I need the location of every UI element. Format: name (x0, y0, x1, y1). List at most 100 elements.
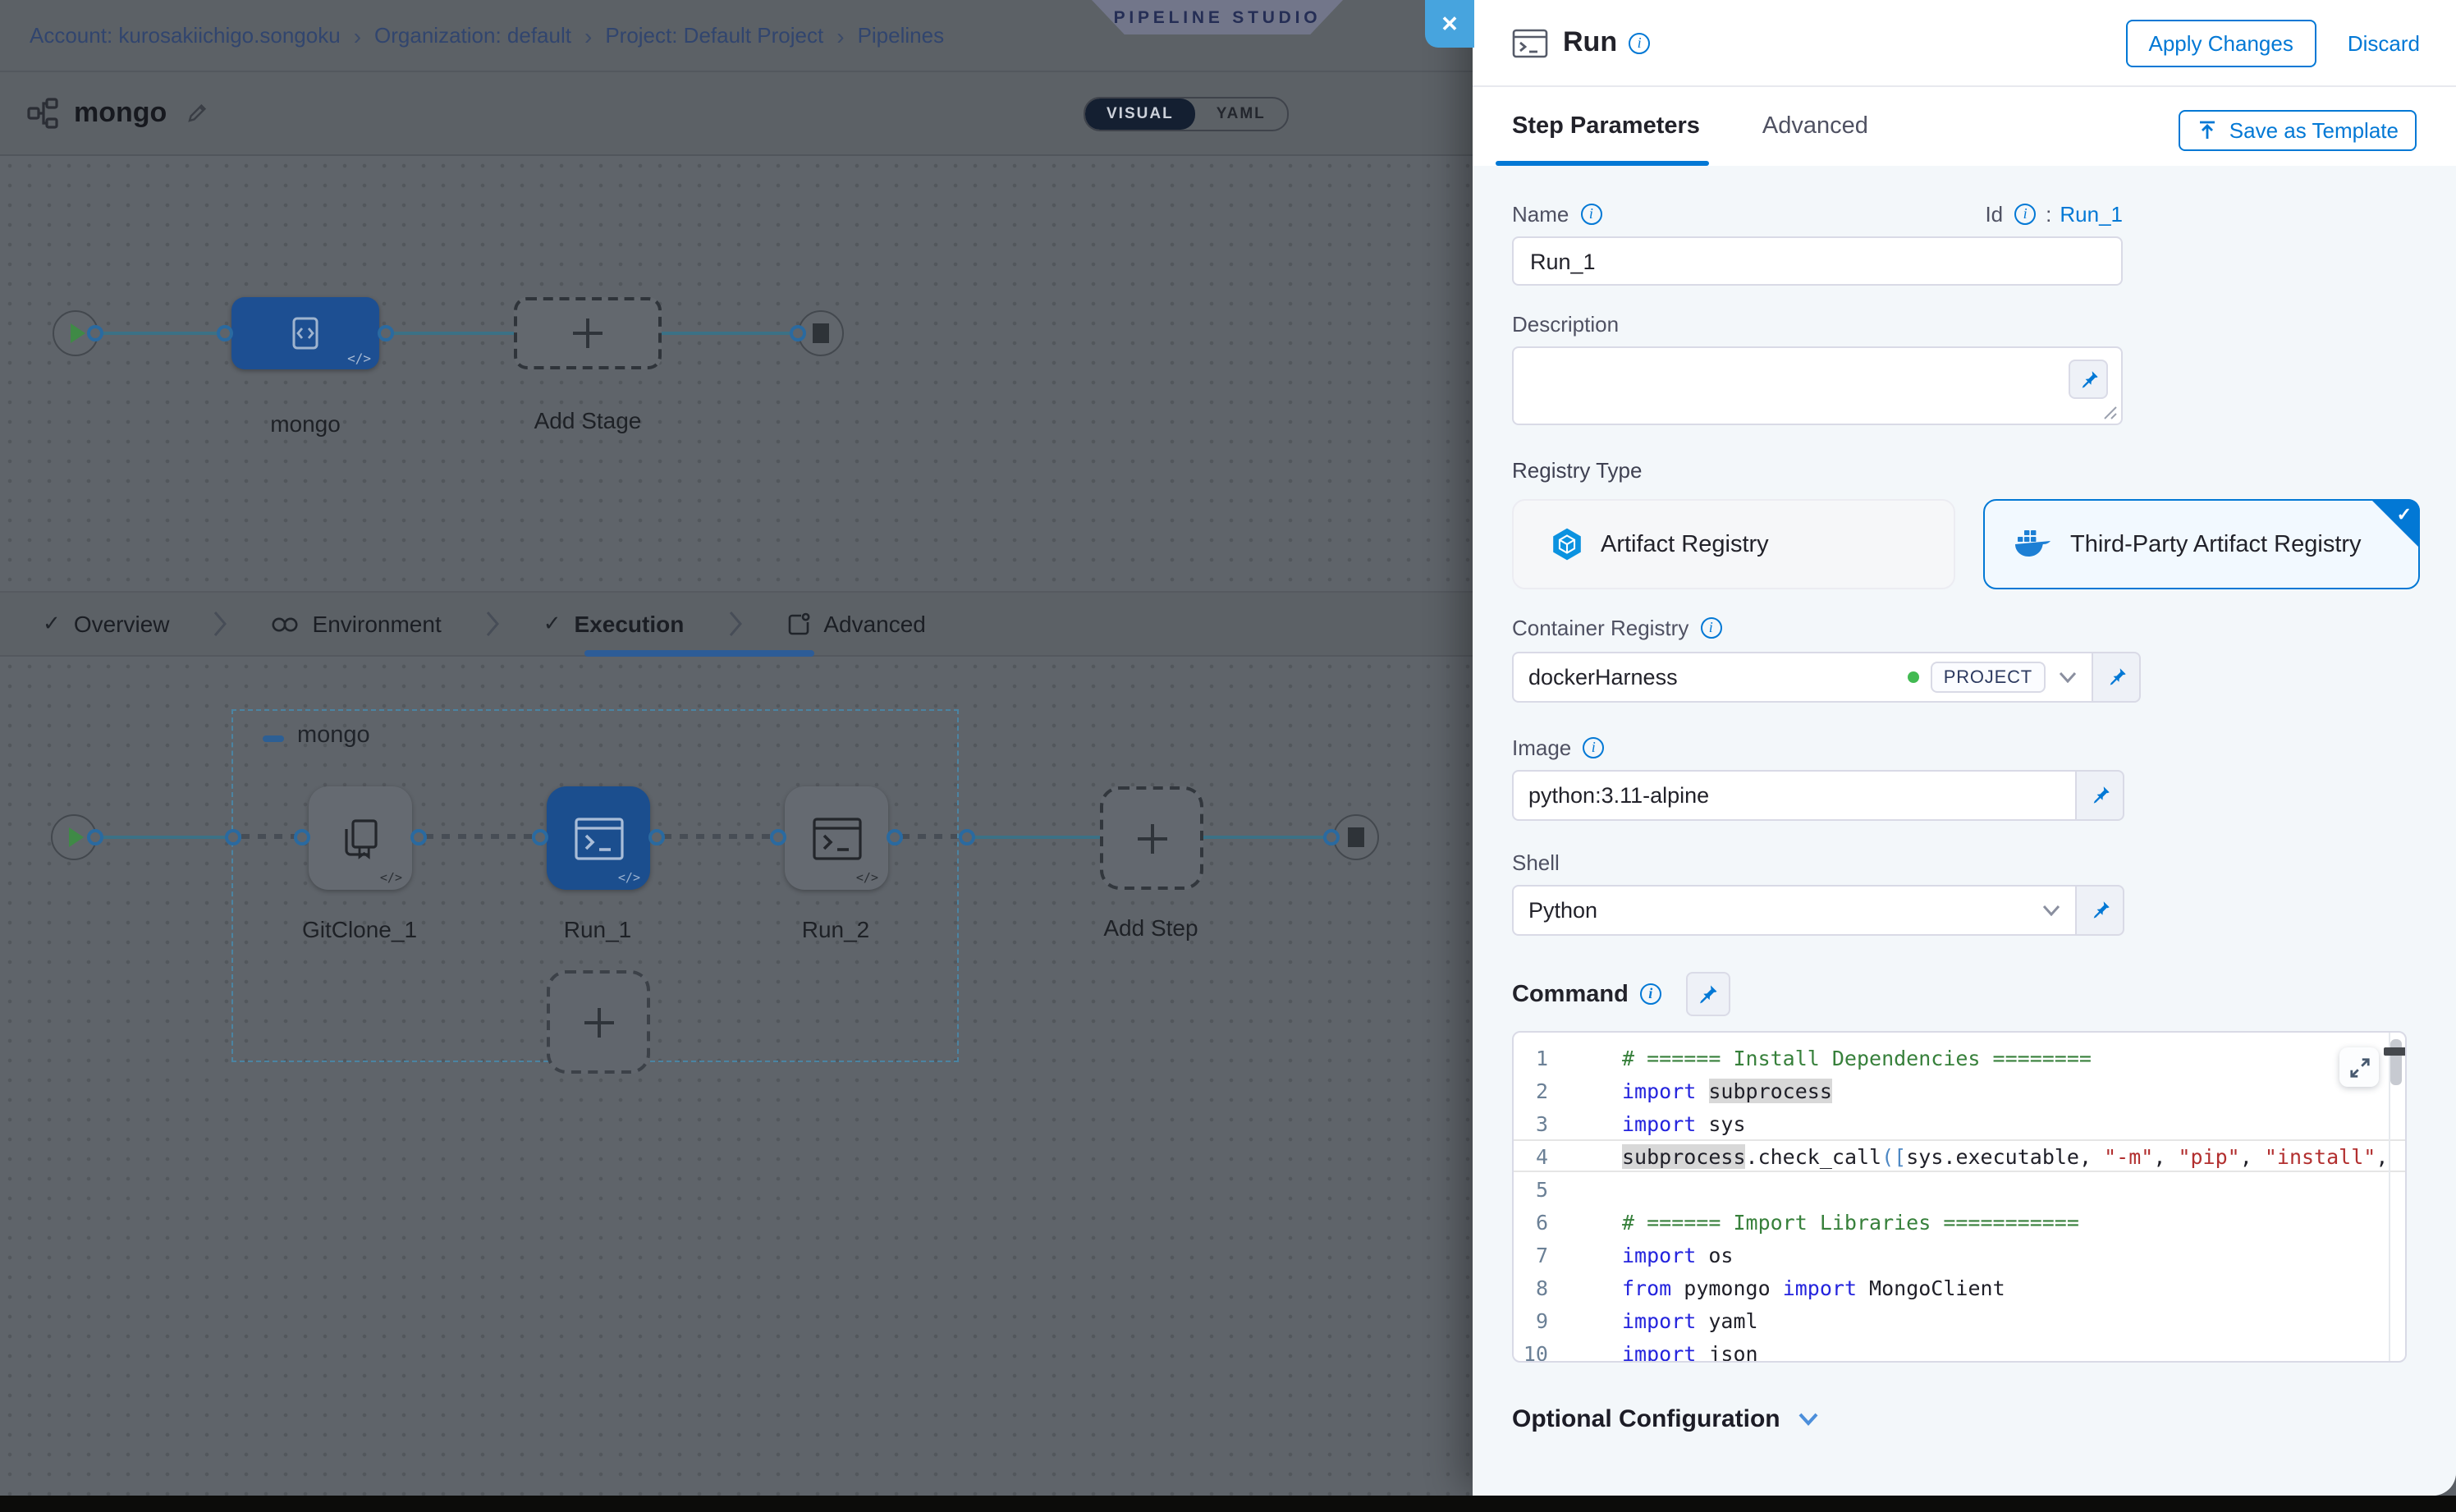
check-icon: ✓ (2397, 504, 2412, 525)
tab-execution-label: Execution (575, 611, 685, 637)
stage-nav-tabs: ✓ Overview Environment ✓ Execution (0, 591, 1473, 657)
breadcrumb-chevron-icon: › (584, 22, 592, 48)
tab-overview-label: Overview (74, 611, 170, 637)
upload-icon (2197, 120, 2218, 141)
optional-configuration-label: Optional Configuration (1512, 1405, 1780, 1433)
pipeline-studio-canvas: Account: kurosakiichigo.songoku › Organi… (0, 0, 1473, 1496)
tab-overview[interactable]: ✓ Overview (43, 611, 170, 637)
add-parallel-step-button[interactable] (547, 970, 650, 1074)
breadcrumb-pipelines[interactable]: Pipelines (858, 23, 945, 48)
info-icon[interactable]: i (1580, 204, 1601, 225)
add-stage-label: Add Stage (489, 407, 686, 433)
resize-handle-icon[interactable] (2103, 405, 2118, 420)
code-line[interactable]: 4subprocess.check_call([sys.executable, … (1514, 1139, 2405, 1172)
window-bottom-edge (0, 1496, 2456, 1512)
code-line[interactable]: 6# ====== Import Libraries =========== (1514, 1205, 2405, 1238)
advanced-icon (786, 612, 810, 636)
check-icon: ✓ (43, 611, 61, 637)
editor-scroll-handle[interactable] (2384, 1047, 2407, 1056)
image-label-row: Image i (1512, 735, 2420, 760)
container-registry-input[interactable]: dockerHarness PROJECT (1512, 652, 2093, 703)
code-line[interactable]: 7import os (1514, 1238, 2405, 1271)
step-node-run1[interactable]: </> (547, 786, 650, 890)
code-line[interactable]: 10import json (1514, 1336, 2405, 1363)
code-line[interactable]: 1# ====== Install Dependencies ======== (1514, 1041, 2405, 1074)
close-drawer-button[interactable]: ✕ (1425, 0, 1474, 48)
stage-node-mongo[interactable]: </> (231, 297, 379, 369)
pin-input-type-button[interactable] (2077, 885, 2124, 936)
pin-input-type-button[interactable] (1686, 972, 1730, 1016)
code-line[interactable]: 5 (1514, 1172, 2405, 1205)
info-icon[interactable]: i (1700, 617, 1721, 639)
id-chip: Id i : Run_1 (1985, 202, 2123, 227)
active-tab-underline (584, 650, 814, 657)
connector-port (410, 829, 427, 845)
connector-port (294, 829, 310, 845)
editor-scrollbar-thumb[interactable] (2390, 1039, 2401, 1085)
save-as-template-button[interactable]: Save as Template (2179, 110, 2417, 151)
info-icon[interactable]: i (1583, 737, 1604, 758)
tab-advanced-label: Advanced (823, 611, 926, 637)
step-title: Run (1563, 26, 1617, 59)
info-icon[interactable]: i (2014, 204, 2036, 225)
apply-changes-button[interactable]: Apply Changes (2126, 19, 2316, 66)
code-line[interactable]: 9import yaml (1514, 1304, 2405, 1336)
breadcrumb-organization[interactable]: Organization: default (374, 23, 571, 48)
image-input[interactable]: python:3.11-alpine (1512, 770, 2077, 821)
docker-icon (2014, 529, 2054, 560)
stage-end-node (1333, 814, 1379, 860)
connector-port (648, 829, 665, 845)
registry-option-label: Artifact Registry (1601, 531, 1769, 557)
name-input[interactable]: Run_1 (1512, 236, 2123, 286)
pipeline-title: mongo (74, 97, 167, 130)
tab-advanced[interactable]: Advanced (786, 611, 926, 637)
chevron-down-icon (1798, 1412, 1820, 1427)
breadcrumb-project[interactable]: Project: Default Project (605, 23, 823, 48)
pin-input-type-button[interactable] (2093, 652, 2141, 703)
code-line[interactable]: 8from pymongo import MongoClient (1514, 1271, 2405, 1304)
check-icon: ✓ (543, 611, 561, 637)
breadcrumb-account[interactable]: Account: kurosakiichigo.songoku (30, 23, 341, 48)
chevron-down-icon (2042, 905, 2060, 916)
tab-execution[interactable]: ✓ Execution (543, 611, 685, 637)
code-line[interactable]: 3import sys (1514, 1107, 2405, 1139)
optional-configuration-toggle[interactable]: Optional Configuration (1512, 1405, 2420, 1433)
info-icon[interactable]: i (1640, 983, 1661, 1005)
add-stage-button[interactable] (514, 297, 662, 369)
step-node-run2[interactable]: </> (785, 786, 888, 890)
description-textarea[interactable] (1512, 346, 2123, 425)
tab-step-parameters[interactable]: Step Parameters (1512, 113, 1700, 140)
step-node-gitclone[interactable]: </> (309, 786, 412, 890)
terminal-icon (1512, 27, 1548, 58)
step-parameters-form: Name i Id i : Run_1 Run_1 Description (1473, 166, 2456, 1496)
info-icon[interactable]: i (1629, 32, 1650, 53)
chevron-down-icon[interactable] (2059, 671, 2077, 683)
registry-option-third-party[interactable]: Third-Party Artifact Registry ✓ (1983, 499, 2420, 589)
name-label: Name (1512, 202, 1569, 227)
id-value[interactable]: Run_1 (2060, 202, 2123, 227)
toggle-yaml[interactable]: YAML (1195, 99, 1287, 130)
pin-input-type-button[interactable] (2069, 360, 2108, 399)
code-line[interactable]: 2import subprocess (1514, 1074, 2405, 1107)
tab-advanced-panel[interactable]: Advanced (1762, 113, 1868, 140)
edit-pipeline-icon[interactable] (185, 102, 208, 125)
discard-button[interactable]: Discard (2348, 30, 2420, 55)
selected-corner (2371, 499, 2420, 548)
registry-option-artifact[interactable]: Artifact Registry (1512, 499, 1955, 589)
tab-environment[interactable]: Environment (272, 611, 442, 637)
toggle-visual[interactable]: VISUAL (1085, 99, 1195, 130)
stage-label: mongo (207, 410, 404, 437)
breadcrumb-chevron-icon: › (354, 22, 361, 48)
container-registry-value: dockerHarness (1528, 665, 1678, 690)
command-code-editor[interactable]: 1# ====== Install Dependencies ========2… (1512, 1031, 2407, 1363)
plus-icon (573, 318, 603, 348)
scope-badge: PROJECT (1931, 662, 2046, 693)
expand-editor-button[interactable] (2339, 1047, 2379, 1087)
pin-input-type-button[interactable] (2077, 770, 2124, 821)
shell-select[interactable]: Python (1512, 885, 2077, 936)
shell-label: Shell (1512, 850, 2420, 875)
code-badge-icon: </> (618, 870, 640, 885)
add-step-button[interactable] (1100, 786, 1203, 890)
connector-port (1323, 829, 1340, 845)
connector-port (790, 325, 806, 341)
